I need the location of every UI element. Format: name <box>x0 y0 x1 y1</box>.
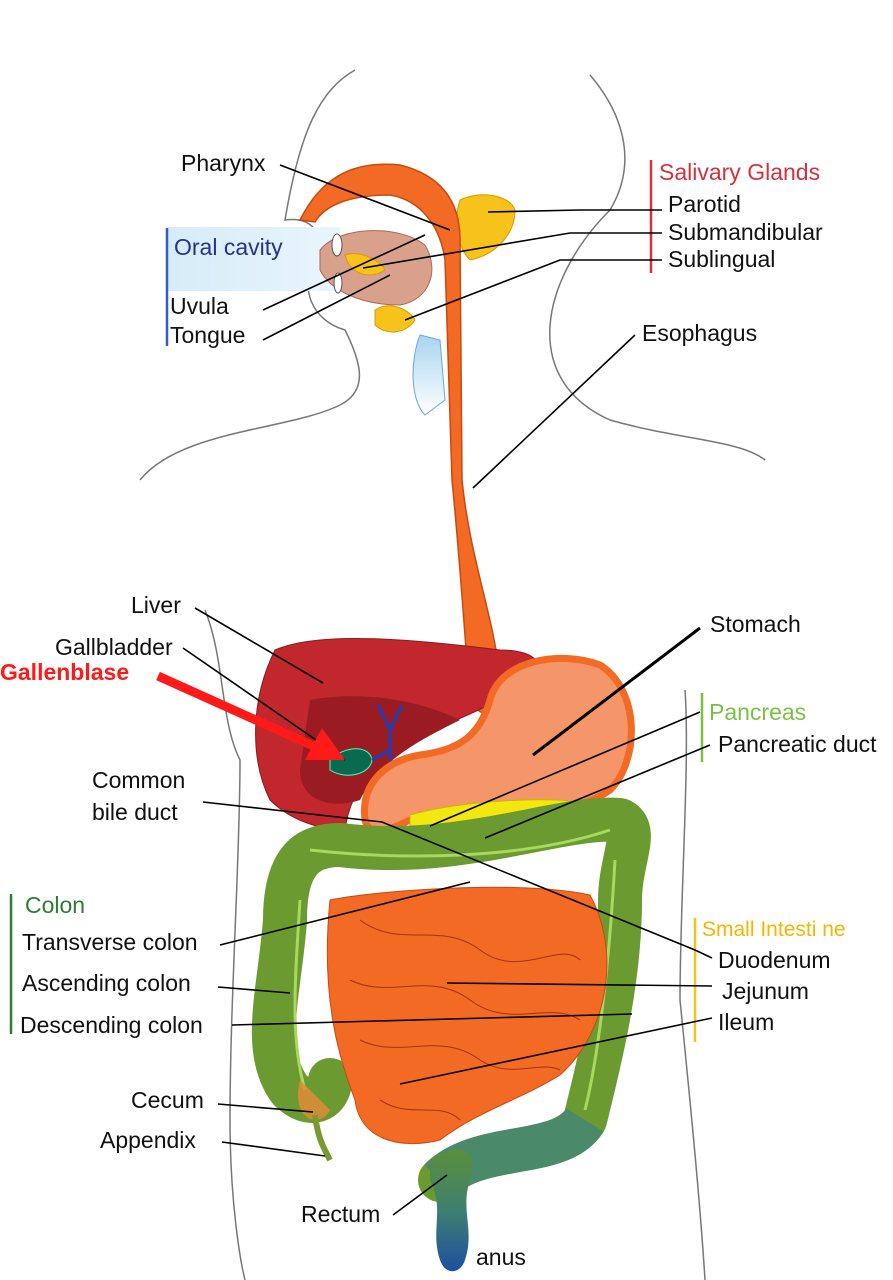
label-rectum: Rectum <box>301 1201 381 1227</box>
label-sublingual: Sublingual <box>668 246 776 272</box>
label-ascending-colon: Ascending colon <box>22 970 191 996</box>
group-colon: Colon <box>25 892 86 918</box>
label-stomach: Stomach <box>710 611 801 637</box>
label-esophagus: Esophagus <box>642 320 758 346</box>
gallenblase-arrow-icon <box>156 671 345 760</box>
oral-cavity-highlight <box>168 227 340 291</box>
label-descending-colon: Descending colon <box>20 1012 203 1038</box>
group-small-intestine: Small Intesti ne <box>702 918 846 941</box>
label-liver: Liver <box>131 592 181 618</box>
label-jejunum: Jejunum <box>722 978 809 1004</box>
label-tongue: Tongue <box>170 322 246 348</box>
label-ileum: Ileum <box>718 1009 775 1035</box>
label-duodenum: Duodenum <box>718 947 831 973</box>
group-oral-cavity: Oral cavity <box>174 234 283 260</box>
label-transverse-colon: Transverse colon <box>22 929 198 955</box>
label-gallenblase: Gallenblase <box>0 659 130 685</box>
label-pharynx: Pharynx <box>181 150 266 176</box>
label-pancreatic-duct: Pancreatic duct <box>718 731 877 757</box>
label-cecum: Cecum <box>131 1087 204 1113</box>
label-anus: anus <box>476 1244 526 1270</box>
body-outline <box>139 69 766 1280</box>
group-salivary-glands: Salivary Glands <box>659 159 821 185</box>
label-parotid: Parotid <box>668 191 741 217</box>
label-submandibular: Submandibular <box>668 219 823 245</box>
leader-lines <box>182 164 713 1216</box>
colon-shape <box>251 797 651 1202</box>
group-pancreas: Pancreas <box>709 699 807 725</box>
label-common: Common <box>92 767 186 793</box>
label-appendix: Appendix <box>100 1127 196 1153</box>
label-bile-duct: bile duct <box>92 799 178 825</box>
label-uvula: Uvula <box>170 293 229 319</box>
rectum-shape <box>430 1149 473 1272</box>
label-gallbladder: Gallbladder <box>55 634 173 660</box>
small-intestine-shape <box>326 886 608 1145</box>
